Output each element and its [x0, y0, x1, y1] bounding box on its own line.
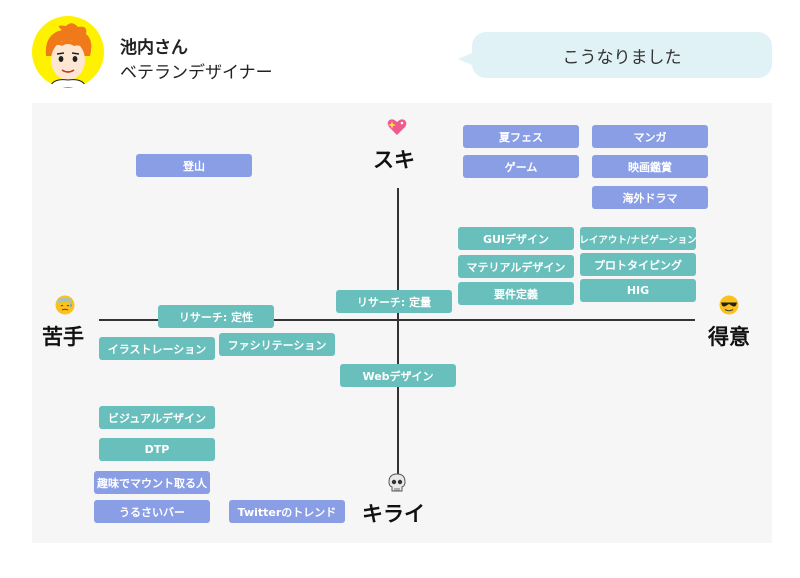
sunglasses-face-icon — [719, 295, 739, 315]
speech-bubble-text: こうなりました — [562, 47, 682, 68]
item-chip-eiga: 映画鑑賞 — [592, 155, 708, 178]
item-chip-facilitation: ファシリテーション — [219, 333, 335, 356]
axis-label-like: スキ — [373, 148, 415, 172]
vertical-axis — [397, 188, 399, 478]
item-chip-research-quant: リサーチ: 定量 — [336, 290, 452, 313]
item-chip-web-design: Webデザイン — [340, 364, 456, 387]
avatar — [32, 16, 104, 88]
item-chip-gui-design: GUIデザイン — [458, 227, 574, 250]
item-chip-hig: HIG — [580, 279, 696, 302]
sweat-face-icon — [55, 295, 75, 315]
item-chip-illustration: イラストレーション — [99, 337, 215, 360]
item-chip-material-design: マテリアルデザイン — [458, 255, 574, 278]
axis-label-strong: 得意 — [708, 325, 750, 349]
item-chip-visual-design: ビジュアルデザイン — [99, 406, 215, 429]
avatar-illustration — [45, 23, 92, 88]
axis-label-dislike: キライ — [362, 502, 425, 526]
item-chip-natsufes: 夏フェス — [463, 125, 579, 148]
item-chip-twitter-trend: Twitterのトレンド — [229, 500, 345, 523]
profile-name: 池内さん — [120, 38, 188, 58]
sparkling-heart-icon — [387, 119, 407, 135]
item-chip-prototyping: プロトタイピング — [580, 253, 696, 276]
item-chip-mount: 趣味でマウント取る人 — [94, 471, 210, 494]
item-chip-manga: マンガ — [592, 125, 708, 148]
item-chip-layout-nav: レイアウト/ナビゲーション — [580, 227, 696, 250]
item-chip-research-qual: リサーチ: 定性 — [158, 305, 274, 328]
speech-bubble: こうなりました — [472, 32, 772, 78]
item-chip-urusai-bar: うるさいバー — [94, 500, 210, 523]
item-chip-tozan: 登山 — [136, 154, 252, 177]
skull-icon — [388, 473, 406, 492]
item-chip-game: ゲーム — [463, 155, 579, 178]
item-chip-youken: 要件定義 — [458, 282, 574, 305]
item-chip-dtp: DTP — [99, 438, 215, 461]
item-chip-kaigai-drama: 海外ドラマ — [592, 186, 708, 209]
speech-bubble-tail — [458, 52, 474, 66]
axis-label-weak: 苦手 — [42, 325, 84, 349]
profile-title: ベテランデザイナー — [120, 63, 273, 83]
